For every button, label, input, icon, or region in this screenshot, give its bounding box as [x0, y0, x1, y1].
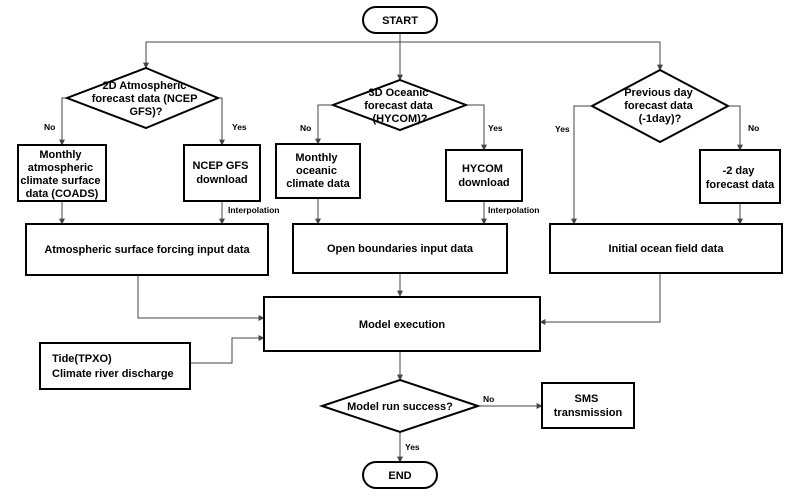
edge-prev-no: [728, 105, 743, 151]
ncep-download-label: NCEP GFS download: [192, 160, 251, 186]
edge-ocean-yes: [466, 104, 487, 151]
prev-decision-diamond: [589, 68, 731, 144]
edge-ocean-no: [315, 104, 333, 145]
ocean-climate-label: Monthly oceanic climate data: [286, 152, 350, 190]
start-terminal: [362, 6, 438, 34]
atm-yes-label: Yes: [232, 122, 247, 132]
node-shapes: [17, 6, 783, 489]
run-success-diamond: [318, 378, 482, 434]
end-label: END: [388, 470, 411, 482]
interp-atm-label: Interpolation: [228, 205, 279, 215]
ocean-decision-diamond: [330, 78, 469, 132]
model-execution-label: Model execution: [359, 319, 445, 331]
run-yes-label: Yes: [405, 442, 420, 452]
edge-tide-to-model: [190, 335, 265, 364]
sms-label: SMS transmission: [554, 393, 623, 419]
minus2day-label: -2 day forecast data: [706, 165, 775, 191]
edge-atm-yes: [218, 97, 225, 146]
edge-atm-no: [59, 97, 67, 146]
run-no-label: No: [483, 394, 494, 404]
node-labels: START 2D Atmospheric forecast data (NCEP…: [20, 15, 775, 482]
tide-label: Tide(TPXO) Climate river discharge: [52, 353, 174, 380]
edge-initial-to-model: [539, 273, 661, 325]
interp-ocean-label: Interpolation: [488, 205, 539, 215]
end-terminal: [362, 461, 438, 489]
ocean-yes-label: Yes: [488, 123, 503, 133]
edge-atm-input-to-model: [137, 275, 265, 321]
atm-no-label: No: [44, 122, 55, 132]
initial-field-box: [549, 223, 783, 274]
ocean-climate-box: [275, 143, 361, 199]
atm-decision-diamond: [64, 66, 221, 130]
open-boundaries-label: Open boundaries input data: [327, 243, 474, 255]
atm-input-label: Atmospheric surface forcing input data: [44, 244, 250, 256]
run-success-label: Model run success?: [347, 401, 453, 413]
ocean-decision-label: 3D Oceanic forecast data (HYCOM)?: [364, 87, 436, 125]
model-execution-box: [263, 296, 541, 352]
initial-field-label: Initial ocean field data: [609, 243, 725, 255]
prev-no-label: No: [748, 123, 759, 133]
edge-prev-yes: [571, 105, 592, 225]
atm-decision-label: 2D Atmospheric forecast data (NCEP GFS)?: [92, 80, 201, 118]
edge-labels: No Yes No Yes Yes No Interpolation Inter…: [44, 122, 759, 452]
tide-box: [39, 342, 191, 390]
open-boundaries-box: [292, 223, 508, 274]
ocean-no-label: No: [300, 123, 311, 133]
start-label: START: [382, 15, 418, 27]
sms-box: [541, 382, 635, 429]
atm-climate-label: Monthly atmospheric climate surface data…: [20, 149, 103, 200]
minus2day-box: [699, 149, 781, 204]
prev-yes-label: Yes: [555, 124, 570, 134]
atm-input-box: [25, 223, 269, 276]
hycom-download-label: HYCOM download: [458, 163, 509, 189]
atm-climate-box: [17, 144, 107, 202]
hycom-download-box: [445, 149, 523, 202]
prev-decision-label: Previous day forecast data (-1day)?: [624, 87, 696, 125]
ncep-download-box: [183, 144, 261, 202]
